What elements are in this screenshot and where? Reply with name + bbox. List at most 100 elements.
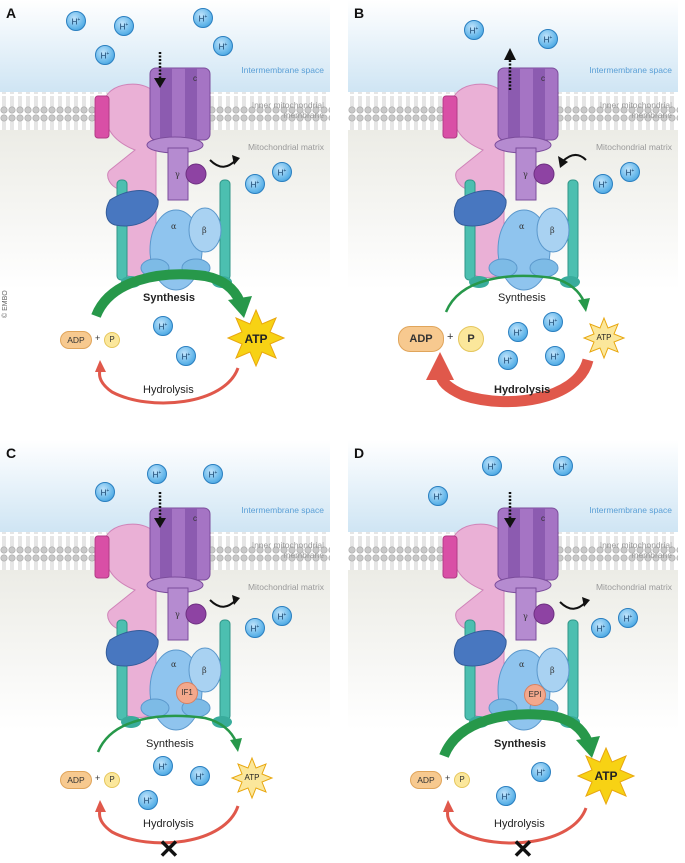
synthesis-label: Synthesis: [494, 738, 546, 750]
blocked-x-icon: ✕: [512, 834, 534, 860]
synthesis-label: Synthesis: [498, 292, 546, 304]
proton-ion: H+: [138, 790, 158, 810]
panel-a: A © EMBO Intermembrane space Inner mitoc…: [0, 0, 330, 420]
if1-inhibitor: IF1: [176, 682, 198, 704]
proton-ion: H+: [190, 766, 210, 786]
adp-pill: ADP: [410, 771, 442, 789]
subunit-label-gamma: γ: [523, 612, 528, 621]
proton-ion: H+: [213, 36, 233, 56]
proton-ion: H+: [553, 456, 573, 476]
phosphate-circle: P: [104, 772, 120, 788]
subunit-label-beta: β: [550, 666, 555, 675]
copyright-notice: © EMBO: [2, 290, 9, 318]
panel-b-illustration: [348, 0, 678, 408]
region-label-inner-membrane: Inner mitochondrial membrane: [599, 100, 672, 120]
proton-ion: H+: [593, 174, 613, 194]
subunit-label-c: c: [193, 514, 197, 523]
panel-d: D Intermembrane space Inner mitochondria…: [348, 440, 678, 860]
atp-label: ATP: [596, 333, 612, 342]
proton-ion: H+: [496, 786, 516, 806]
subunit-label-gamma: γ: [175, 610, 180, 619]
proton-ion: H+: [508, 322, 528, 342]
subunit-label-gamma: γ: [523, 170, 528, 179]
region-label-inner-membrane: Inner mitochondrial membrane: [251, 540, 324, 560]
subunit-label-alpha: α: [519, 660, 525, 669]
subunit-label-c: c: [541, 74, 545, 83]
region-label-intermembrane: Intermembrane space: [589, 505, 672, 515]
subunit-label-alpha: α: [519, 222, 525, 231]
proton-ion: H+: [428, 486, 448, 506]
plus-sign: +: [95, 773, 101, 783]
proton-ion: H+: [618, 608, 638, 628]
proton-ion: H+: [272, 606, 292, 626]
atp-label: ATP: [244, 773, 260, 782]
proton-ion: H+: [147, 464, 167, 484]
region-label-intermembrane: Intermembrane space: [589, 65, 672, 75]
proton-ion: H+: [538, 29, 558, 49]
subunit-label-beta: β: [202, 666, 207, 675]
panel-c: C Intermembrane space Inner mitochondria…: [0, 440, 330, 860]
proton-ion: H+: [114, 16, 134, 36]
panel-label: D: [354, 445, 365, 461]
panel-label: A: [6, 5, 17, 21]
region-label-matrix: Mitochondrial matrix: [247, 582, 324, 592]
hydrolysis-label: Hydrolysis: [143, 818, 194, 830]
panel-c-illustration: [0, 440, 330, 845]
region-label-intermembrane: Intermembrane space: [241, 505, 324, 515]
subunit-label-beta: β: [202, 226, 207, 235]
adp-pill: ADP: [60, 771, 92, 789]
plus-sign: +: [447, 331, 454, 343]
proton-ion: H+: [498, 350, 518, 370]
proton-ion: H+: [464, 20, 484, 40]
proton-ion: H+: [272, 162, 292, 182]
hydrolysis-label: Hydrolysis: [143, 384, 194, 396]
region-label-inner-membrane: Inner mitochondrial membrane: [599, 540, 672, 560]
phosphate-circle: P: [454, 772, 470, 788]
proton-ion: H+: [545, 346, 565, 366]
adp-pill: ADP: [60, 331, 92, 349]
epi-inhibitor: EPI: [524, 684, 546, 706]
atp-label: ATP: [594, 769, 618, 783]
hydrolysis-label: Hydrolysis: [494, 818, 545, 830]
subunit-label-c: c: [193, 74, 197, 83]
region-label-matrix: Mitochondrial matrix: [595, 142, 672, 152]
proton-ion: H+: [95, 482, 115, 502]
plus-sign: +: [445, 773, 451, 783]
region-label-intermembrane: Intermembrane space: [241, 65, 324, 75]
blocked-x-icon: ✕: [158, 834, 180, 860]
proton-ion: H+: [153, 756, 173, 776]
panel-label: C: [6, 445, 17, 461]
subunit-label-alpha: α: [171, 222, 177, 231]
synthesis-label: Synthesis: [146, 738, 194, 750]
subunit-label-alpha: α: [171, 660, 177, 669]
proton-ion: H+: [203, 464, 223, 484]
proton-ion: H+: [66, 11, 86, 31]
region-label-matrix: Mitochondrial matrix: [247, 142, 324, 152]
proton-ion: H+: [591, 618, 611, 638]
panel-label: B: [354, 5, 365, 21]
proton-ion: H+: [620, 162, 640, 182]
proton-ion: H+: [176, 346, 196, 366]
proton-ion: H+: [531, 762, 551, 782]
proton-ion: H+: [153, 316, 173, 336]
region-label-matrix: Mitochondrial matrix: [595, 582, 672, 592]
subunit-label-gamma: γ: [175, 170, 180, 179]
subunit-label-c: c: [541, 514, 545, 523]
phosphate-circle: P: [104, 332, 120, 348]
proton-ion: H+: [245, 618, 265, 638]
adp-pill: ADP: [398, 326, 444, 352]
synthesis-label: Synthesis: [143, 292, 195, 304]
proton-ion: H+: [543, 312, 563, 332]
panel-d-illustration: [348, 440, 678, 845]
proton-ion: H+: [95, 45, 115, 65]
proton-ion: H+: [482, 456, 502, 476]
atp-label: ATP: [244, 332, 268, 346]
phosphate-circle: P: [458, 326, 484, 352]
panel-b: B Intermembrane space Inner mitochondria…: [348, 0, 678, 420]
region-label-inner-membrane: Inner mitochondrial membrane: [251, 100, 324, 120]
subunit-label-beta: β: [550, 226, 555, 235]
plus-sign: +: [95, 333, 101, 343]
panel-a-illustration: [0, 0, 330, 405]
hydrolysis-label: Hydrolysis: [494, 384, 551, 396]
proton-ion: H+: [245, 174, 265, 194]
